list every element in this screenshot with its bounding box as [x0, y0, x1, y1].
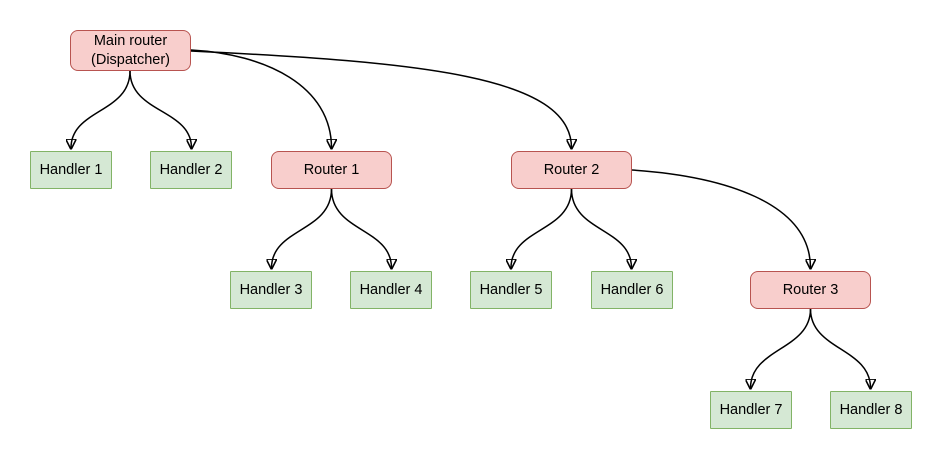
node-handler-2: Handler 2	[150, 151, 232, 189]
node-router-1-label: Router 1	[303, 161, 360, 178]
node-router-3-label: Router 3	[782, 281, 839, 298]
node-handler-3-label: Handler 3	[239, 281, 303, 298]
node-handler-4-label: Handler 4	[359, 281, 423, 298]
edge-main-to-handler1	[71, 70, 131, 148]
node-main-router-label: Main router (Dispatcher)	[91, 33, 170, 68]
edge-main-to-router1	[190, 49, 332, 148]
node-router-2: Router 2	[511, 151, 632, 189]
node-router-3: Router 3	[750, 271, 871, 309]
edge-main-to-handler2	[129, 70, 192, 148]
edge-router2-to-handler5	[511, 188, 573, 268]
node-handler-1-label: Handler 1	[39, 161, 103, 178]
edge-router2-to-router3	[631, 169, 811, 268]
node-handler-7: Handler 7	[710, 391, 792, 429]
node-handler-8: Handler 8	[830, 391, 912, 429]
node-handler-5: Handler 5	[470, 271, 552, 309]
node-handler-7-label: Handler 7	[719, 401, 783, 418]
node-handler-4: Handler 4	[350, 271, 432, 309]
edge-router2-to-handler6	[570, 188, 632, 268]
node-handler-5-label: Handler 5	[479, 281, 543, 298]
edge-router1-to-handler4	[330, 188, 392, 268]
node-router-2-label: Router 2	[543, 161, 600, 178]
node-main-router: Main router (Dispatcher)	[70, 30, 191, 71]
node-handler-1: Handler 1	[30, 151, 112, 189]
edge-router3-to-handler7	[751, 308, 812, 388]
edge-router3-to-handler8	[809, 308, 871, 388]
node-handler-3: Handler 3	[230, 271, 312, 309]
node-handler-8-label: Handler 8	[839, 401, 903, 418]
edge-router1-to-handler3	[272, 188, 333, 268]
node-router-1: Router 1	[271, 151, 392, 189]
node-handler-2-label: Handler 2	[159, 161, 223, 178]
node-handler-6: Handler 6	[591, 271, 673, 309]
edge-main-to-router2	[190, 50, 572, 148]
node-handler-6-label: Handler 6	[600, 281, 664, 298]
